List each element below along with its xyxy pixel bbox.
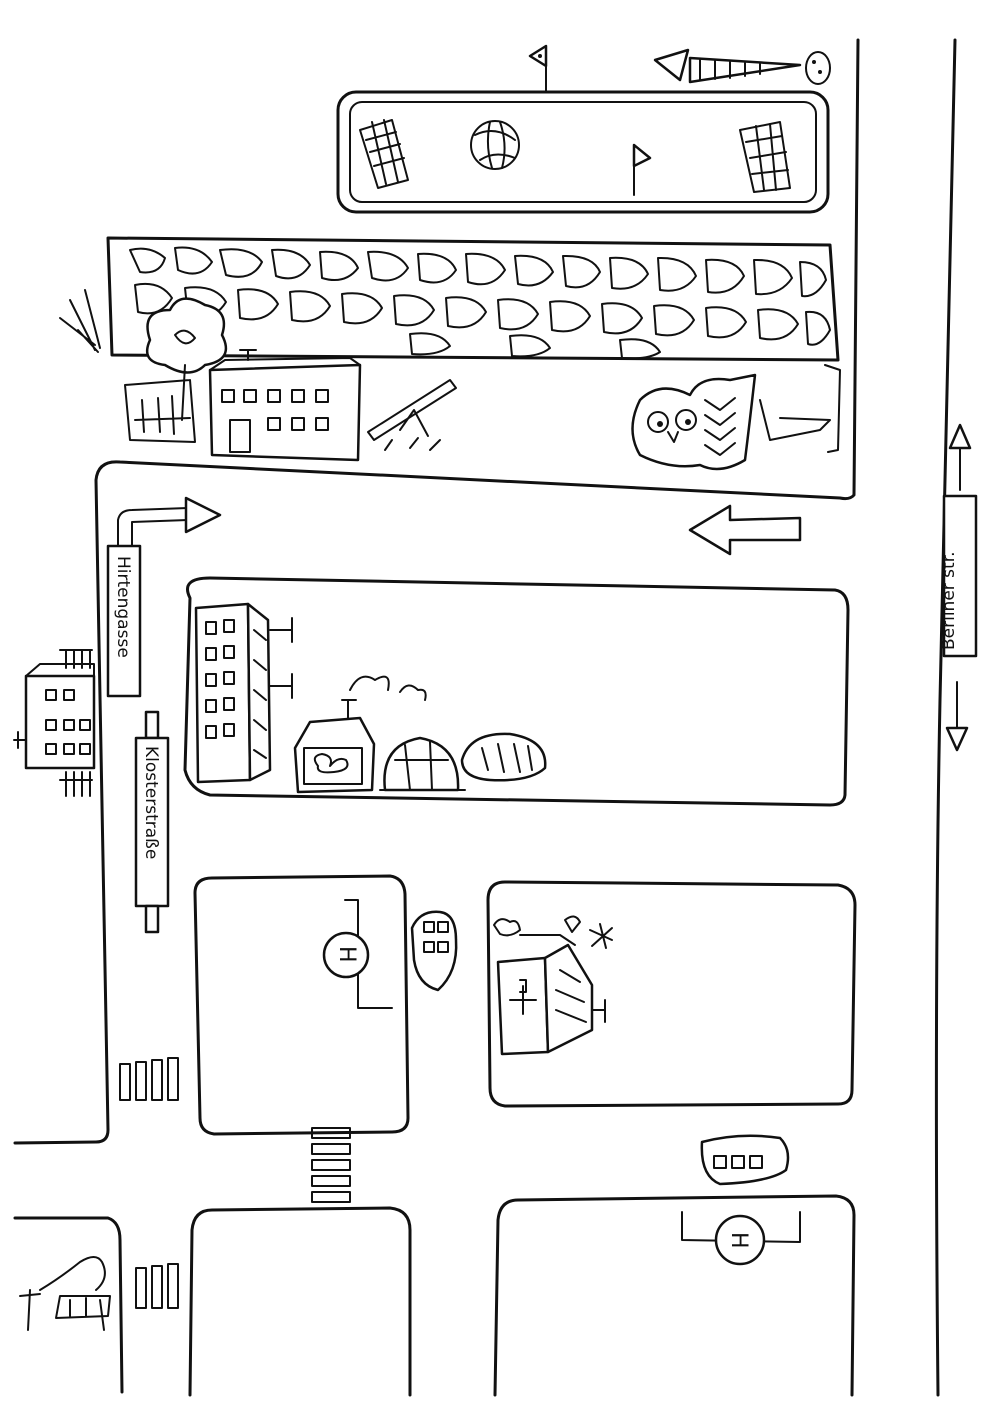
block-lower-left [193,874,410,1136]
block-bottom-right [493,1194,856,1397]
house-icon [13,649,96,797]
fence-icon [124,379,196,443]
bus-stop-sign-icon: H [322,899,393,1009]
school-building-icon [208,349,362,462]
cross-building-icon [496,943,606,1056]
block-center [183,576,850,807]
seesaw-icon [367,379,457,451]
street-sign-berliner: Berliner str. [939,494,978,658]
car-icon [700,1134,790,1186]
goal-icon [739,121,791,193]
crosswalk [135,1263,179,1309]
ball-icon [470,120,520,170]
goal-icon [359,119,409,189]
street-name-klosterstrasse: Klosterstraße [141,746,161,859]
ice-cream-icon [653,48,831,85]
owl-icon [631,373,757,471]
flowers-icon [493,915,613,949]
crosswalk [119,1057,179,1101]
grass-icon [59,289,101,353]
bus-stop-letter: H [334,946,359,963]
doodle-icon [19,1256,111,1331]
car-icon [410,910,458,992]
street-sign-hirtengasse: Hirtengasse [106,544,142,698]
tree-icon [145,297,228,421]
flag-icon [528,44,548,93]
bus-stop-sign-icon: H [681,1211,801,1266]
cake-icon [379,736,466,792]
berliner-str-arrows [945,423,972,752]
pretzel-bakery-icon [293,675,427,794]
bread-icon [460,732,547,782]
street-sign-klosterstrasse: Klosterstraße [134,710,170,934]
bus-stop-letter: H [726,1232,751,1249]
sports-field [336,90,830,214]
post-icon [759,364,841,453]
crosswalk [311,1127,351,1203]
street-name-hirtengasse: Hirtengasse [113,556,133,658]
hirtengasse-arrow [117,496,222,549]
one-way-arrow [688,504,802,556]
street-outlines [13,38,957,1397]
apartment-building-icon [194,602,293,784]
flag-icon [632,143,652,196]
block-lower-right [486,880,857,1108]
block-bottom-left [188,1206,412,1397]
stone-wall [106,236,840,362]
street-name-berliner: Berliner str. [939,551,959,650]
